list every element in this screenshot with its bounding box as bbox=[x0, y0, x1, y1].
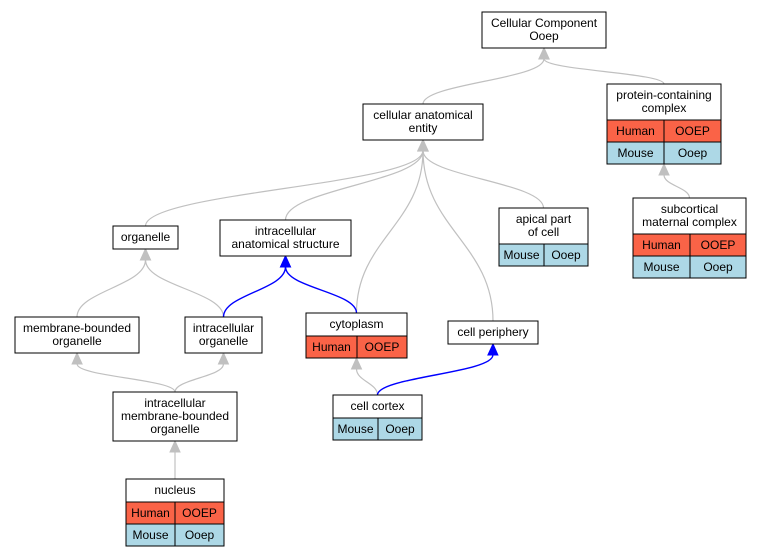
edge-subcortical_maternal_complex-to-protein_containing_complex bbox=[658, 162, 691, 199]
node-box bbox=[606, 83, 722, 121]
gene-label: Ooep bbox=[385, 422, 415, 436]
species-label: Mouse bbox=[643, 260, 679, 274]
node-label: subcortical bbox=[661, 202, 718, 216]
edge-intracellular_organelle-to-intracellular_anatomical_structure bbox=[222, 254, 292, 318]
node-label: anatomical structure bbox=[231, 237, 339, 251]
edge-cytoplasm-to-cellular_anatomical_entity bbox=[355, 138, 429, 314]
node-label: organelle bbox=[199, 334, 249, 348]
annotation-row-mouse: Mouse Ooep bbox=[632, 255, 747, 279]
node-label: apical part bbox=[516, 212, 572, 226]
node-label: organelle bbox=[150, 422, 200, 436]
node-cell-periphery[interactable]: cell periphery bbox=[447, 320, 539, 345]
node-label: of cell bbox=[528, 225, 559, 239]
node-organelle[interactable]: organelle bbox=[112, 225, 179, 250]
node-label: organelle bbox=[121, 230, 171, 244]
annotation-row-human: Human OOEP bbox=[125, 501, 225, 525]
gene-label: OOEP bbox=[701, 238, 736, 252]
node-box bbox=[481, 11, 607, 49]
node-box bbox=[112, 225, 179, 250]
species-label: Human bbox=[312, 340, 351, 354]
species-label: Human bbox=[616, 124, 655, 138]
node-box bbox=[632, 197, 747, 235]
node-label: cytoplasm bbox=[329, 317, 383, 331]
annotation-row-mouse: Mouse Ooep bbox=[606, 141, 722, 165]
node-label: entity bbox=[409, 121, 438, 135]
node-label: organelle bbox=[52, 334, 102, 348]
node-label: cell periphery bbox=[457, 325, 528, 339]
edge-nucleus-to-intracellular_membrane_bounded_organelle bbox=[169, 439, 181, 479]
gene-label: OOEP bbox=[365, 340, 400, 354]
gene-label: OOEP bbox=[182, 506, 217, 520]
species-label: Mouse bbox=[132, 528, 168, 542]
node-box bbox=[447, 320, 539, 345]
node-label: membrane-bounded bbox=[23, 321, 131, 335]
annotation-row-mouse: Mouse Ooep bbox=[498, 243, 589, 267]
species-label: Human bbox=[131, 506, 170, 520]
node-label: intracellular bbox=[144, 396, 205, 410]
species-label: Mouse bbox=[617, 146, 653, 160]
node-label: Cellular Component bbox=[491, 16, 598, 30]
edge-membrane_bounded_organelle-to-organelle bbox=[76, 247, 152, 318]
node-box bbox=[112, 391, 238, 442]
species-label: Human bbox=[642, 238, 681, 252]
edge-apical_part_of_cell-to-cellular_anatomical_entity bbox=[417, 138, 545, 209]
gene-label: Ooep bbox=[703, 260, 733, 274]
node-label: cell cortex bbox=[350, 399, 404, 413]
node-label: cellular anatomical bbox=[373, 108, 472, 122]
node-box bbox=[362, 103, 484, 141]
edge-intracellular_organelle-to-organelle bbox=[139, 247, 225, 318]
species-label: Mouse bbox=[337, 422, 373, 436]
node-label: complex bbox=[642, 101, 687, 115]
node-label: intracellular bbox=[193, 321, 254, 335]
edge-intracellular_membrane_bounded_organelle-to-intracellular_organelle bbox=[174, 351, 230, 393]
gene-label: Ooep bbox=[551, 248, 581, 262]
annotation-row-mouse: Mouse Ooep bbox=[332, 417, 423, 441]
edge-cell_cortex-to-cell_periphery bbox=[376, 342, 499, 396]
node-label: membrane-bounded bbox=[121, 409, 229, 423]
edge-intracellular_membrane_bounded_organelle-to-membrane_bounded_organelle bbox=[71, 351, 176, 393]
node-label: Ooep bbox=[529, 29, 559, 43]
edge-cellular_anatomical_entity-to-cellular_component bbox=[422, 46, 550, 105]
edge-cytoplasm-to-intracellular_anatomical_structure bbox=[279, 254, 358, 314]
edge-cell_cortex-to-cytoplasm bbox=[350, 356, 379, 396]
annotation-row-mouse: Mouse Ooep bbox=[125, 523, 225, 547]
species-label: Mouse bbox=[503, 248, 539, 262]
gene-label: OOEP bbox=[675, 124, 710, 138]
edge-protein_containing_complex-to-cellular_component bbox=[538, 46, 665, 85]
node-label: nucleus bbox=[154, 483, 195, 497]
edge-organelle-to-cellular_anatomical_entity bbox=[144, 138, 429, 227]
node-box bbox=[219, 219, 352, 257]
node-label: protein-containing bbox=[616, 88, 711, 102]
node-label: maternal complex bbox=[642, 215, 737, 229]
gene-label: Ooep bbox=[185, 528, 215, 542]
annotation-row-human: Human OOEP bbox=[606, 119, 722, 143]
annotation-row-human: Human OOEP bbox=[632, 233, 747, 257]
gene-label: Ooep bbox=[678, 146, 708, 160]
node-label: intracellular bbox=[255, 224, 316, 238]
annotation-row-human: Human OOEP bbox=[305, 335, 408, 359]
node-box bbox=[498, 207, 589, 245]
node-box bbox=[184, 316, 263, 354]
edges-layer bbox=[71, 46, 691, 479]
node-box bbox=[14, 316, 140, 354]
edge-cell_periphery-to-cellular_anatomical_entity bbox=[417, 138, 494, 322]
